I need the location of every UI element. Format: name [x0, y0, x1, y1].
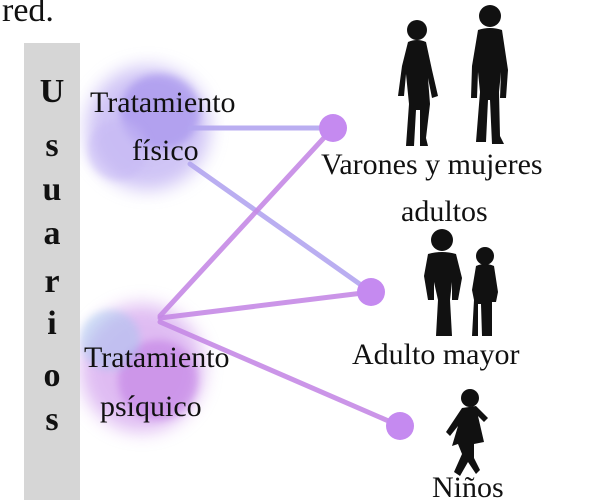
- target-node-ninos: [386, 412, 414, 440]
- target-label-mayor: Adulto mayor: [352, 338, 520, 371]
- usuarios-letter: s: [45, 127, 59, 164]
- target-label-adultos-line1: Varones y mujeres: [321, 148, 543, 181]
- target-node-adultos: [319, 114, 347, 142]
- usuarios-sidebar: U s u a r i o s: [24, 43, 80, 500]
- target-nodes: [319, 114, 414, 440]
- elderly-couple-silhouette-icon: [424, 229, 498, 336]
- usuarios-letter: u: [42, 171, 62, 208]
- connection-line-psiquico-ninos: [157, 319, 403, 429]
- usuarios-letter: U: [39, 73, 65, 110]
- connection-line-fisico-mayor: [187, 161, 374, 295]
- cloud-psiquico: [80, 304, 204, 432]
- source-label-psiquico-line2: psíquico: [100, 390, 202, 423]
- target-node-mayor: [357, 278, 385, 306]
- cloud-fisico: [86, 66, 210, 190]
- connection-line-psiquico-adultos: [157, 125, 336, 319]
- source-label-fisico-line1: Tratamiento: [90, 86, 236, 119]
- usuarios-letter: s: [45, 401, 59, 438]
- source-label-fisico-line2: físico: [132, 134, 199, 167]
- source-label-psiquico-line1: Tratamiento: [84, 341, 230, 374]
- usuarios-letter: r: [44, 263, 60, 300]
- usuarios-letter: i: [47, 305, 57, 342]
- target-label-ninos: Niños: [432, 471, 504, 501]
- usuarios-letter: o: [43, 357, 61, 394]
- child-running-silhouette-icon: [446, 389, 488, 476]
- adult-man-woman-silhouette-icon: [398, 5, 508, 146]
- connection-line-psiquico-mayor: [157, 289, 374, 321]
- usuarios-letter: a: [43, 215, 61, 252]
- top-text-fragment: red.: [2, 0, 54, 29]
- target-label-adultos-line2: adultos: [401, 195, 488, 228]
- connection-lines: [157, 125, 403, 429]
